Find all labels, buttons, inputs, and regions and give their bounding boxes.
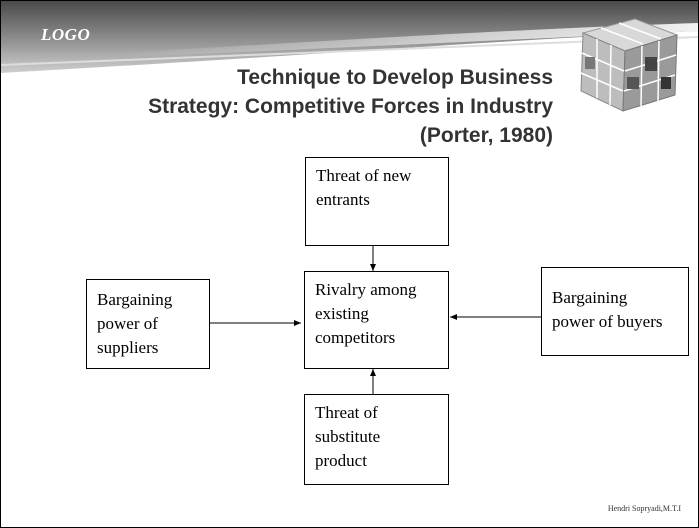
slide-title: Technique to Develop Business Strategy: … — [1, 63, 553, 150]
node-rivalry-among-competitors: Rivalry among existing competitors — [304, 271, 449, 369]
title-line-1: Technique to Develop Business — [237, 66, 553, 89]
node-bargaining-power-of-buyers: Bargaining power of buyers — [541, 267, 689, 356]
title-line-2: Strategy: Competitive Forces in Industry — [148, 95, 553, 118]
slide-footer-author: Hendri Sopryadi,M.T.I — [607, 504, 681, 513]
node-threat-of-new-entrants-label: Threat of new entrants — [316, 166, 412, 209]
node-substitutes-label: Threat of substitute product — [315, 403, 381, 470]
node-threat-of-substitute-product: Threat of substitute product — [304, 394, 449, 485]
photo-cube-icon — [565, 11, 690, 121]
node-buyers-label: Bargaining power of buyers — [552, 288, 663, 331]
node-threat-of-new-entrants: Threat of new entrants — [305, 157, 449, 246]
node-suppliers-label: Bargaining power of suppliers — [97, 290, 173, 357]
node-bargaining-power-of-suppliers: Bargaining power of suppliers — [86, 279, 210, 369]
title-line-3: (Porter, 1980) — [419, 124, 553, 147]
logo-text: LOGO — [41, 25, 91, 44]
node-rivalry-label: Rivalry among existing competitors — [315, 280, 417, 347]
